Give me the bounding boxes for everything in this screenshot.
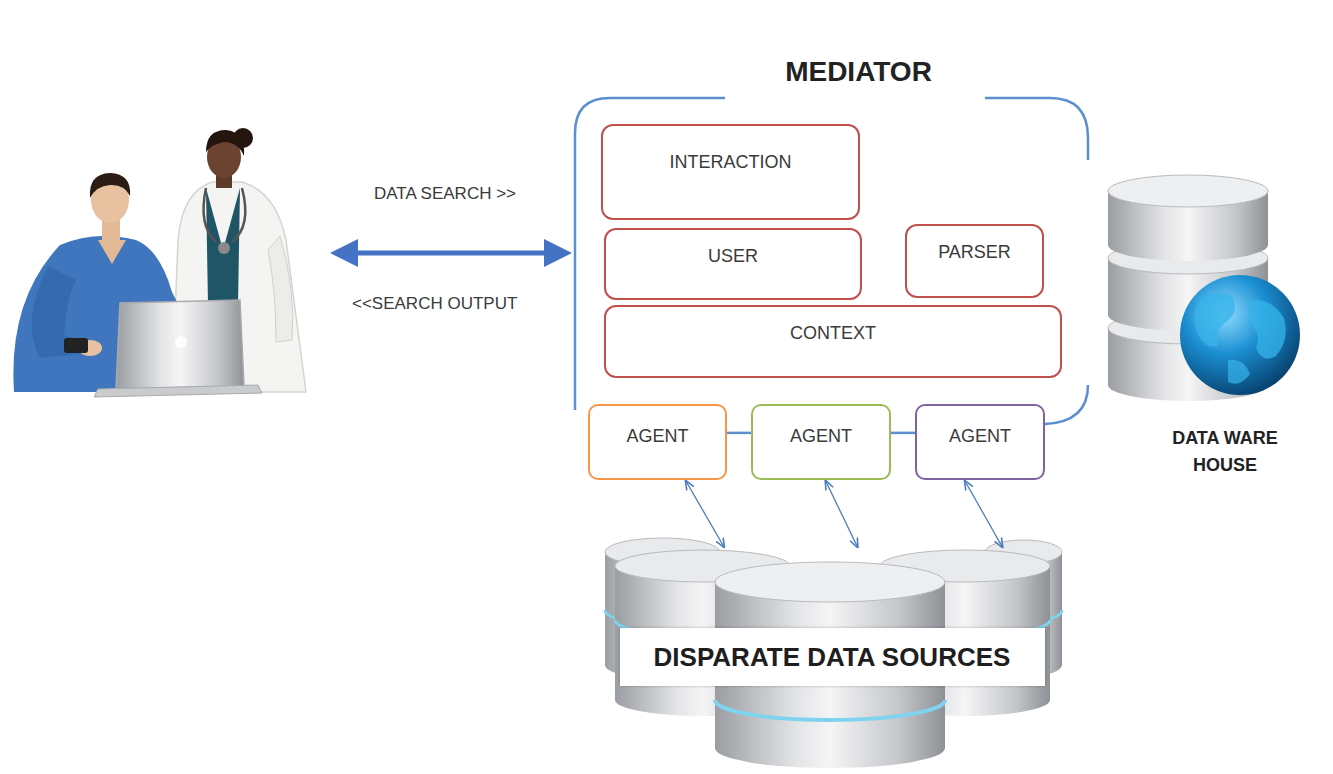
globe-icon <box>1228 360 1250 384</box>
box-label: CONTEXT <box>790 323 876 344</box>
box-label: USER <box>708 246 758 267</box>
globe-icon <box>1180 275 1300 395</box>
box-label: AGENT <box>790 426 852 447</box>
box-label: PARSER <box>938 242 1011 263</box>
doctor-figure <box>232 188 245 242</box>
doctor-figure <box>206 188 240 305</box>
box-label: AGENT <box>949 426 1011 447</box>
doctor-figure <box>233 128 253 148</box>
store-label: DATA WARE HOUSE <box>1155 425 1295 479</box>
people-illustration <box>13 128 306 397</box>
nurse-figure <box>64 338 88 353</box>
connector <box>891 432 915 435</box>
laptop-icon <box>116 300 244 389</box>
connector <box>685 480 724 548</box>
agent-box: AGENT <box>915 404 1045 480</box>
double-arrow <box>352 251 550 256</box>
laptop-icon <box>94 385 262 397</box>
laptop-icon <box>175 336 187 348</box>
module-box: INTERACTION <box>601 124 860 220</box>
flow-label: <<SEARCH OUTPUT <box>350 294 519 314</box>
double-arrow <box>330 239 572 267</box>
module-box: PARSER <box>905 224 1044 298</box>
globe-icon <box>1194 293 1234 347</box>
data-warehouse: DATA WARE HOUSE <box>1100 170 1310 480</box>
agent-box: AGENT <box>751 404 891 480</box>
store-label: DISPARATE DATA SOURCES <box>620 628 1045 686</box>
nurse-figure <box>98 240 126 264</box>
nurse-figure <box>32 266 96 358</box>
nurse-figure <box>90 173 130 198</box>
flow-label: DATA SEARCH >> <box>372 184 518 204</box>
module-box: CONTEXT <box>604 305 1062 378</box>
laptop-icon <box>94 300 262 397</box>
box-label: INTERACTION <box>669 152 791 173</box>
source-cylinders <box>715 700 945 720</box>
mediator-outline <box>985 98 1088 160</box>
module-box: USER <box>604 228 862 300</box>
source-cylinders <box>605 538 1062 768</box>
connector <box>825 480 858 548</box>
doctor-figure <box>218 242 230 254</box>
doctor-figure <box>268 236 293 342</box>
group-title: MEDIATOR <box>785 55 932 89</box>
connector <box>727 432 751 435</box>
double-arrow <box>544 239 572 267</box>
mediator-frame: INTERACTION USER PARSER CONTEXT MEDIATOR <box>575 50 1090 425</box>
globe-icon <box>1180 275 1300 395</box>
globe-icon <box>1248 300 1286 359</box>
data-sources: DISPARATE DATA SOURCES <box>605 548 1065 772</box>
doctor-figure <box>204 188 216 242</box>
source-cylinders <box>715 562 945 602</box>
mediator-outline <box>1045 385 1088 424</box>
warehouse-cylinders <box>1108 175 1268 207</box>
connector <box>964 480 1003 548</box>
box-label: AGENT <box>626 426 688 447</box>
agent-box: AGENT <box>588 404 727 480</box>
double-arrow <box>330 239 358 267</box>
